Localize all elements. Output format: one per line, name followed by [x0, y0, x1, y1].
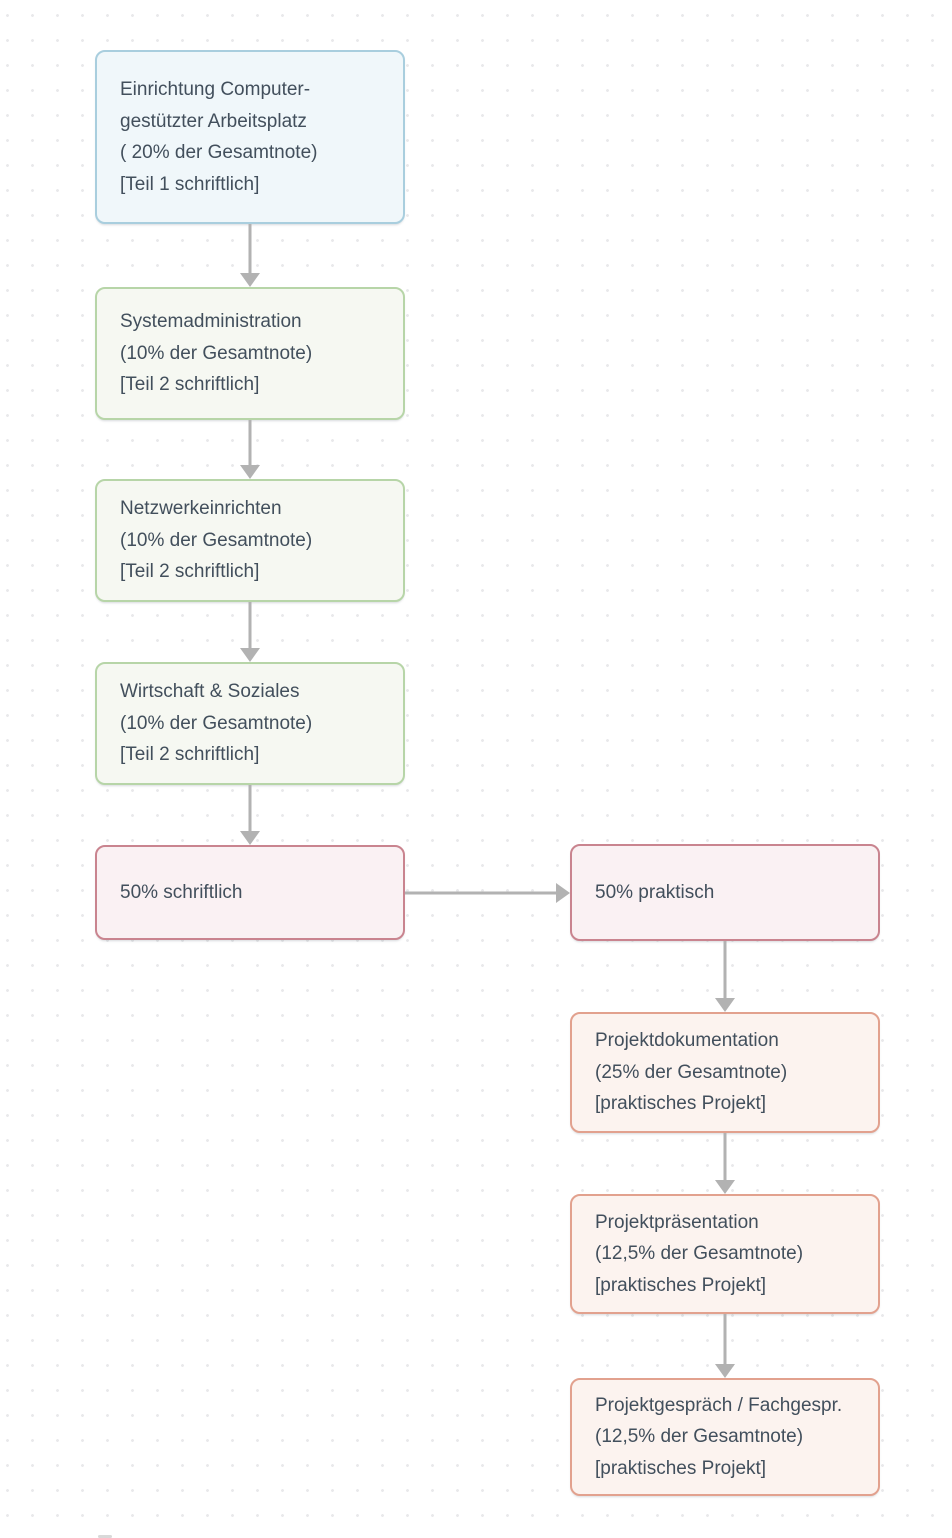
node-label-line: Einrichtung Computer-	[120, 79, 311, 100]
arrow-projektpraesentation-to-projektgespraech[interactable]	[710, 1314, 740, 1378]
node-systemadministration[interactable]: Systemadministration (10% der Gesamtnote…	[95, 287, 405, 420]
node-label-line: (10% der Gesamtnote)	[120, 529, 313, 551]
node-label-line: (12,5% der Gesamtnote)	[595, 1243, 804, 1265]
arrow-line	[723, 1133, 727, 1181]
arrow-down-icon	[240, 273, 260, 287]
node-label-line: 50% schriftlich	[120, 881, 243, 903]
node-label-line: [praktisches Projekt]	[595, 1457, 767, 1479]
node-label-line: [praktisches Projekt]	[595, 1093, 767, 1115]
node-label-line: [praktisches Projekt]	[595, 1274, 767, 1296]
arrow-systemadministration-to-netzwerkeinrichten[interactable]	[235, 420, 265, 479]
arrow-line	[248, 224, 252, 274]
node-label-line: [Teil 2 schriftlich]	[120, 744, 260, 766]
arrow-down-icon	[715, 998, 735, 1012]
node-projektdokumentation[interactable]: Projektdokumentation (25% der Gesamtnote…	[570, 1012, 880, 1133]
arrow-down-icon	[715, 1364, 735, 1378]
node-label-line: ( 20% der Gesamtnote)	[120, 142, 318, 163]
arrow-right-icon	[556, 883, 570, 903]
node-label-line: [Teil 2 schriftlich]	[120, 374, 260, 396]
arrow-line	[248, 785, 252, 832]
arrow-praktisch-to-projektdokumentation[interactable]	[710, 941, 740, 1012]
arrow-line	[248, 602, 252, 649]
arrow-line	[723, 1314, 727, 1365]
node-label-line: Wirtschaft & Soziales	[120, 681, 300, 703]
arrow-down-icon	[715, 1180, 735, 1194]
node-einrichtung-arbeitsplatz[interactable]: Einrichtung Computer- gestützter Arbeits…	[95, 50, 405, 224]
node-label-line: gestützter Arbeitsplatz	[120, 110, 307, 132]
node-label-line: Projektdokumentation	[595, 1030, 779, 1052]
arrow-projektdokumentation-to-projektpraesentation[interactable]	[710, 1133, 740, 1194]
node-label-line: (10% der Gesamtnote)	[120, 342, 313, 364]
arrow-schriftlich-to-praktisch[interactable]	[405, 878, 570, 908]
arrow-line	[248, 420, 252, 466]
node-wirtschaft-soziales[interactable]: Wirtschaft & Soziales (10% der Gesamtnot…	[95, 662, 405, 785]
node-label-line: Netzwerkeinrichten	[120, 498, 282, 520]
arrow-down-icon	[240, 465, 260, 479]
arrow-down-icon	[240, 648, 260, 662]
node-projektgespraech[interactable]: Projektgespräch / Fachgespr. (12,5% der …	[570, 1378, 880, 1496]
arrow-einrichtung-to-systemadministration[interactable]	[235, 224, 265, 287]
node-50-praktisch[interactable]: 50% praktisch	[570, 844, 880, 941]
node-label-line: [Teil 2 schriftlich]	[120, 561, 260, 583]
arrow-line	[405, 891, 557, 895]
arrow-line	[723, 941, 727, 999]
node-netzwerkeinrichten[interactable]: Netzwerkeinrichten (10% der Gesamtnote) …	[95, 479, 405, 602]
node-label-line: Systemadministration	[120, 311, 302, 333]
node-label-line: (12,5% der Gesamtnote)	[595, 1426, 804, 1448]
node-projektpraesentation[interactable]: Projektpräsentation (12,5% der Gesamtnot…	[570, 1194, 880, 1314]
node-label-line: Projektgespräch / Fachgespr.	[595, 1394, 843, 1416]
arrow-netzwerkeinrichten-to-wirtschaft[interactable]	[235, 602, 265, 662]
arrow-wirtschaft-to-schriftlich[interactable]	[235, 785, 265, 845]
node-label-line: (10% der Gesamtnote)	[120, 712, 313, 734]
clipped-shape-edge	[98, 1535, 112, 1538]
arrow-down-icon	[240, 831, 260, 845]
node-50-schriftlich[interactable]: 50% schriftlich	[95, 845, 405, 940]
node-label-line: Projektpräsentation	[595, 1211, 759, 1233]
node-label-line: 50% praktisch	[595, 881, 715, 903]
node-label-line: [Teil 1 schriftlich]	[120, 173, 260, 195]
node-label-line: (25% der Gesamtnote)	[595, 1061, 788, 1083]
